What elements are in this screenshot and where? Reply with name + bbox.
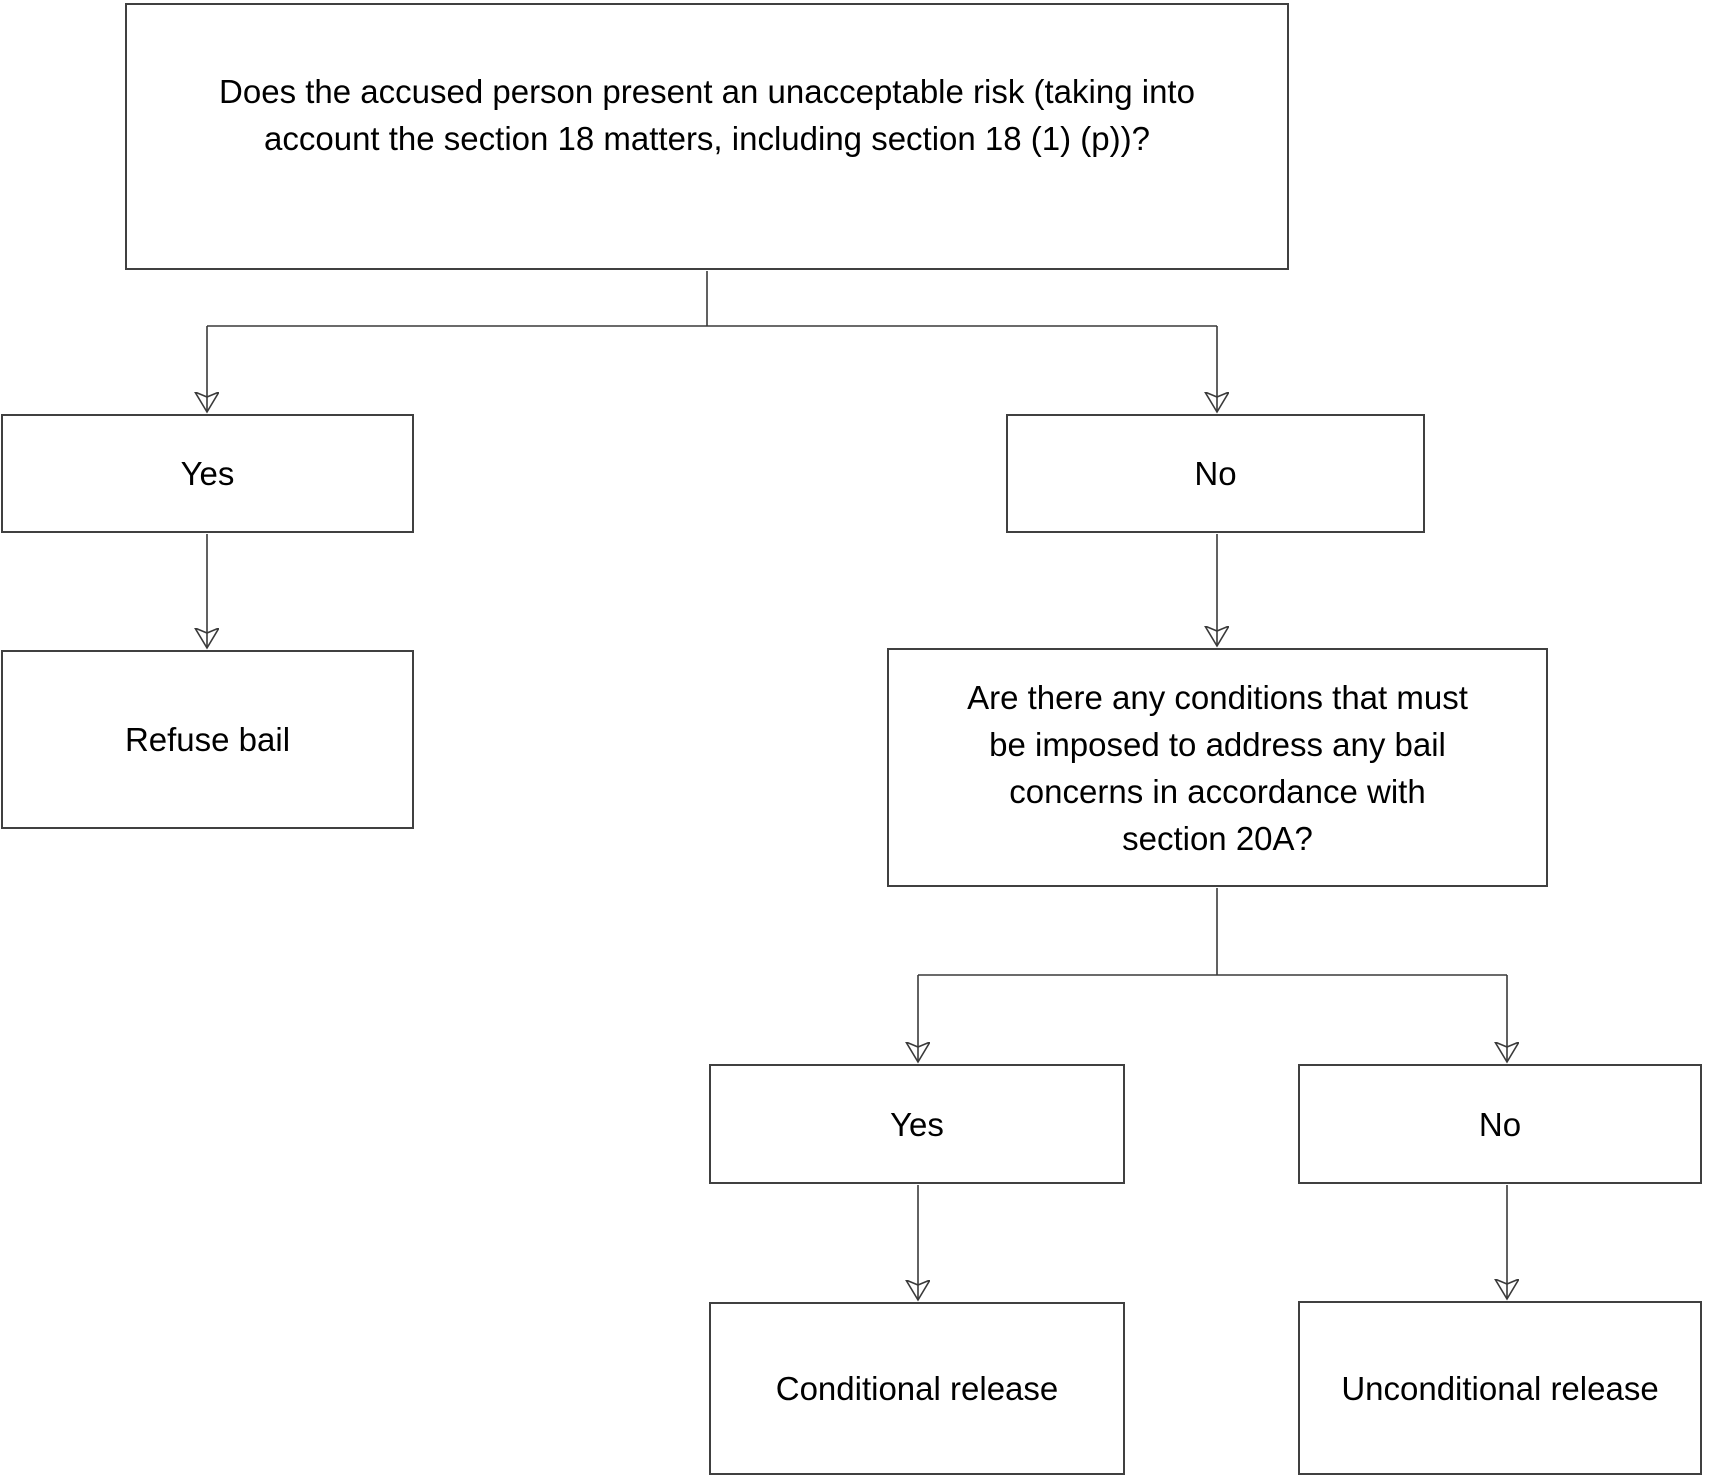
node-risk-no: No [1006, 414, 1425, 533]
node-question-unacceptable-risk-text: Does the accused person present an unacc… [127, 68, 1287, 162]
node-question-conditions: Are there any conditions that must be im… [887, 648, 1548, 887]
node-question-conditions-text: Are there any conditions that must be im… [889, 674, 1546, 862]
question-conditions-line-4: section 20A? [1122, 819, 1313, 857]
node-refuse-bail-label: Refuse bail [124, 721, 291, 758]
node-conditions-no: No [1298, 1064, 1702, 1184]
node-conditional-release: Conditional release [709, 1302, 1125, 1475]
node-risk-yes-label: Yes [180, 455, 235, 492]
node-unconditional-release-label: Unconditional release [1341, 1369, 1659, 1407]
node-conditional-release-label: Conditional release [775, 1370, 1059, 1407]
question-risk-line-1: Does the accused person present an unacc… [219, 72, 1195, 110]
question-conditions-line-2: be imposed to address any bail [989, 725, 1446, 763]
node-conditions-yes-label: Yes [890, 1105, 944, 1143]
node-conditions-no-label: No [1478, 1105, 1522, 1143]
question-conditions-line-1: Are there any conditions that must [967, 678, 1468, 716]
connector-risk-split [207, 271, 1217, 327]
node-risk-no-label: No [1194, 455, 1237, 492]
connector-conditions-split [918, 888, 1507, 976]
node-question-unacceptable-risk: Does the accused person present an unacc… [125, 3, 1289, 270]
node-conditions-yes: Yes [709, 1064, 1125, 1184]
node-unconditional-release: Unconditional release [1298, 1301, 1702, 1475]
node-risk-yes: Yes [1, 414, 414, 533]
question-risk-line-2: account the section 18 matters, includin… [264, 119, 1150, 157]
node-refuse-bail: Refuse bail [1, 650, 414, 829]
question-conditions-line-3: concerns in accordance with [1009, 772, 1426, 810]
